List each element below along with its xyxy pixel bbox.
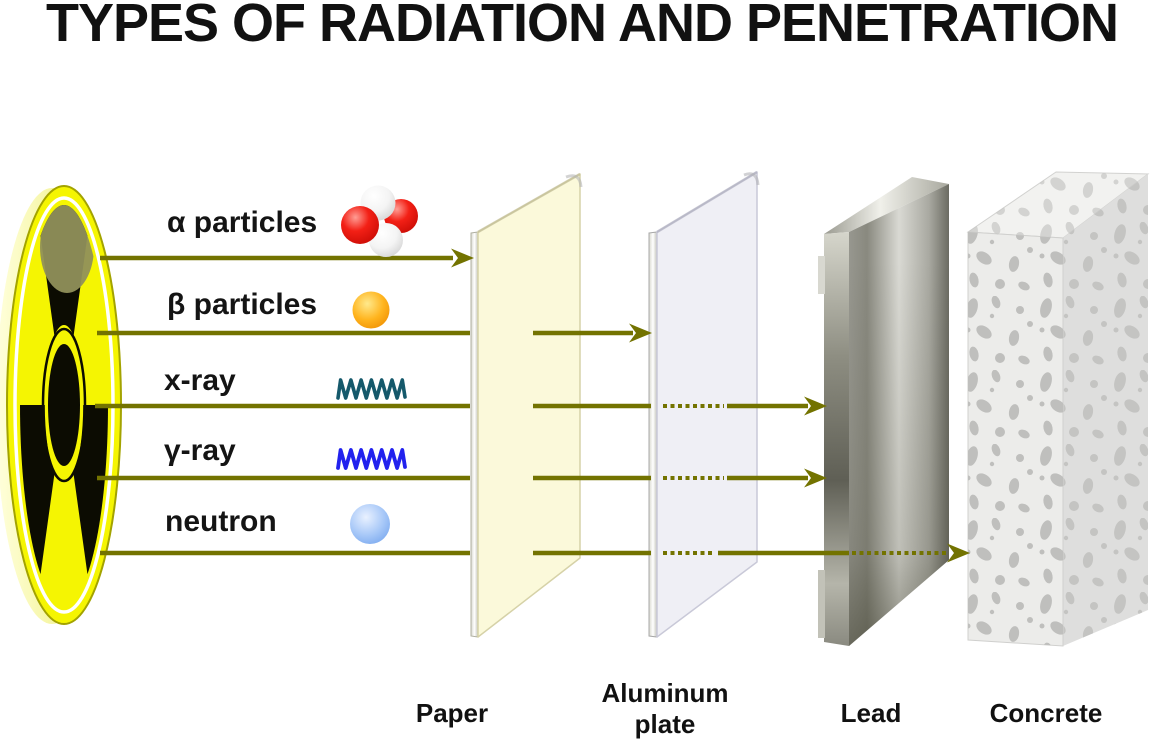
gamma-wave-icon [336, 448, 407, 470]
beam-dotted-segments [663, 404, 946, 555]
page-title: TYPES OF RADIATION AND PENETRATION [45, 0, 1119, 53]
radiation-beams [95, 255, 946, 556]
concrete-block [966, 171, 1150, 647]
label-gamma-ray: γ-ray [164, 434, 236, 467]
label-paper: Paper [415, 698, 489, 728]
label-alpha-particles: α particles [167, 206, 318, 239]
alpha-particles-icon [341, 185, 418, 257]
label-aluminum-plate: Aluminum plate [601, 678, 729, 739]
label-xray: x-ray [164, 364, 236, 397]
lead-slab [818, 177, 949, 646]
neutron-icon [350, 504, 390, 544]
label-concrete: Concrete [989, 698, 1103, 728]
beam-arrowheads [451, 248, 970, 563]
aluminum-plate [648, 170, 760, 638]
label-neutron: neutron [165, 505, 277, 538]
xray-wave-icon [336, 378, 407, 400]
paper-sheet [470, 172, 583, 638]
radiation-source-icon [0, 185, 122, 625]
label-lead: Lead [840, 698, 902, 728]
beta-particle-icon [352, 291, 390, 329]
label-beta-particles: β particles [167, 288, 318, 321]
